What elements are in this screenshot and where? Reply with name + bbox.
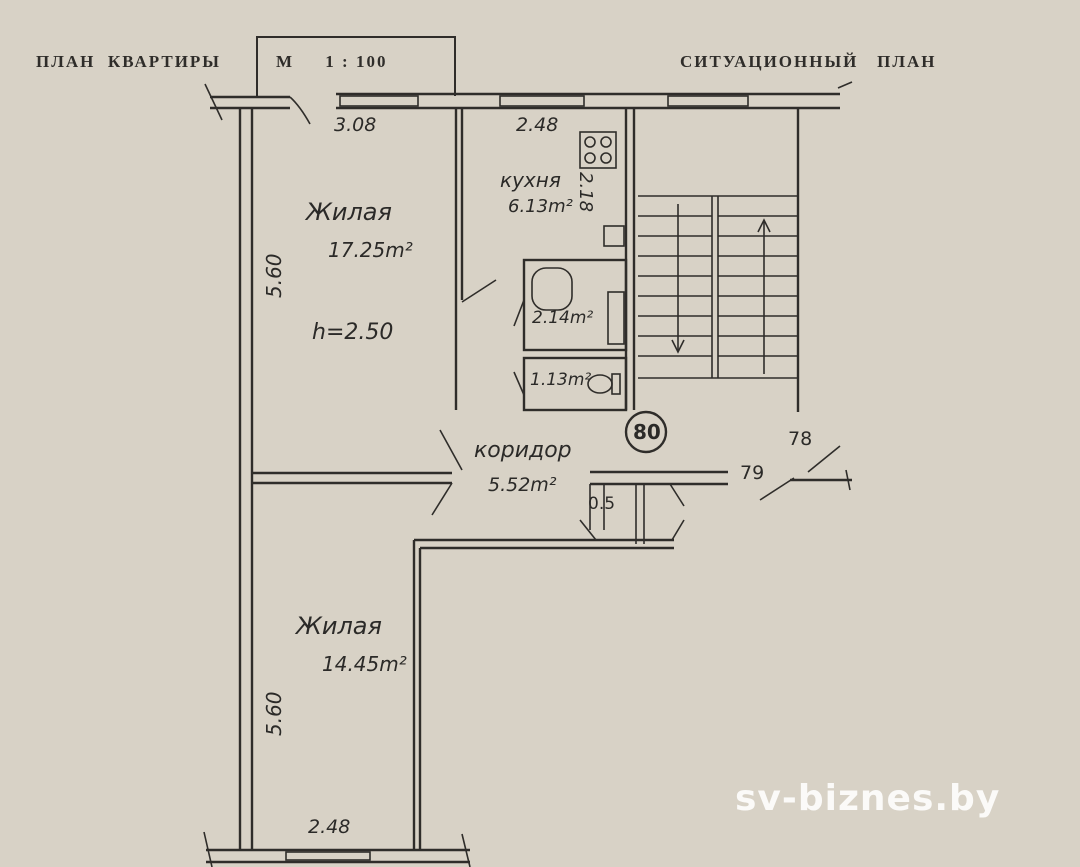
door-swing-living-1 xyxy=(439,429,463,471)
kitchen-name: кухня xyxy=(500,168,561,192)
corridor-walls xyxy=(579,470,728,544)
living-room-1-name: Жилая xyxy=(306,198,392,226)
corridor-name: коридор xyxy=(474,438,572,463)
sink-icon xyxy=(603,225,625,247)
situation-plan-title: СИТУАЦИОННЫЙ ПЛАН xyxy=(680,52,937,71)
living-room-2-area: 14.45m² xyxy=(322,652,407,676)
washbasin-icon xyxy=(607,291,625,345)
corridor-area: 5.52m² xyxy=(488,474,557,496)
dimension-bottom: 2.48 xyxy=(308,816,351,838)
partition-living-kitchen xyxy=(454,108,497,410)
living-room-2-name: Жилая xyxy=(296,612,382,640)
neighbor-apartment-79: 79 xyxy=(740,462,765,484)
apartment-number: 80 xyxy=(633,420,661,444)
stair-treads xyxy=(638,215,798,357)
wc-area: 1.13m² xyxy=(530,370,592,390)
door-swing-living xyxy=(461,279,497,303)
scale-frame xyxy=(256,36,456,96)
window-bottom xyxy=(285,851,371,861)
bathroom-area: 2.14m² xyxy=(532,308,594,328)
watermark: sv-biznes.by xyxy=(735,778,1001,819)
neighbor-leaders xyxy=(759,445,852,501)
bathroom xyxy=(513,258,628,352)
dimension-closet: 0.5 xyxy=(588,494,616,514)
stove-icon xyxy=(579,131,617,169)
staircase xyxy=(638,108,800,412)
door-swing-living-2 xyxy=(431,482,453,516)
window-stair xyxy=(667,95,749,107)
partition-living-living xyxy=(252,429,463,516)
dimension-left-top: 5.60 xyxy=(262,253,286,298)
door-swing-bath xyxy=(513,299,525,327)
bathtub-icon xyxy=(531,267,573,311)
dimension-top-left: 3.08 xyxy=(334,114,377,136)
dimension-left-bottom: 5.60 xyxy=(262,691,286,736)
window-left xyxy=(339,95,419,107)
dimension-top-mid: 2.48 xyxy=(516,114,559,136)
toilet-icon xyxy=(587,374,613,394)
dimension-kitchen-side: 2.18 xyxy=(575,172,596,213)
window-kitchen xyxy=(499,95,585,107)
entrance-door-swing xyxy=(289,96,311,125)
apartment-number-circle xyxy=(624,410,668,454)
closet-door-swing xyxy=(579,519,597,541)
kitchen-area: 6.13m² xyxy=(508,196,573,217)
plan-title: ПЛАН КВАРТИРЫ xyxy=(36,52,221,71)
neighbor-apartment-78: 78 xyxy=(788,428,813,450)
exterior-wall-top xyxy=(204,81,853,125)
exterior-wall-bottom xyxy=(203,831,471,867)
living-room-1-area: 17.25m² xyxy=(328,238,413,262)
entrance-door-swing-corridor xyxy=(669,483,685,507)
living-2-walls xyxy=(412,538,674,850)
wc xyxy=(513,356,628,412)
scale-label: М 1 : 100 xyxy=(276,52,388,71)
door-swing-wc xyxy=(513,371,525,396)
ceiling-height: h=2.50 xyxy=(312,320,394,345)
exterior-wall-left xyxy=(238,108,254,850)
